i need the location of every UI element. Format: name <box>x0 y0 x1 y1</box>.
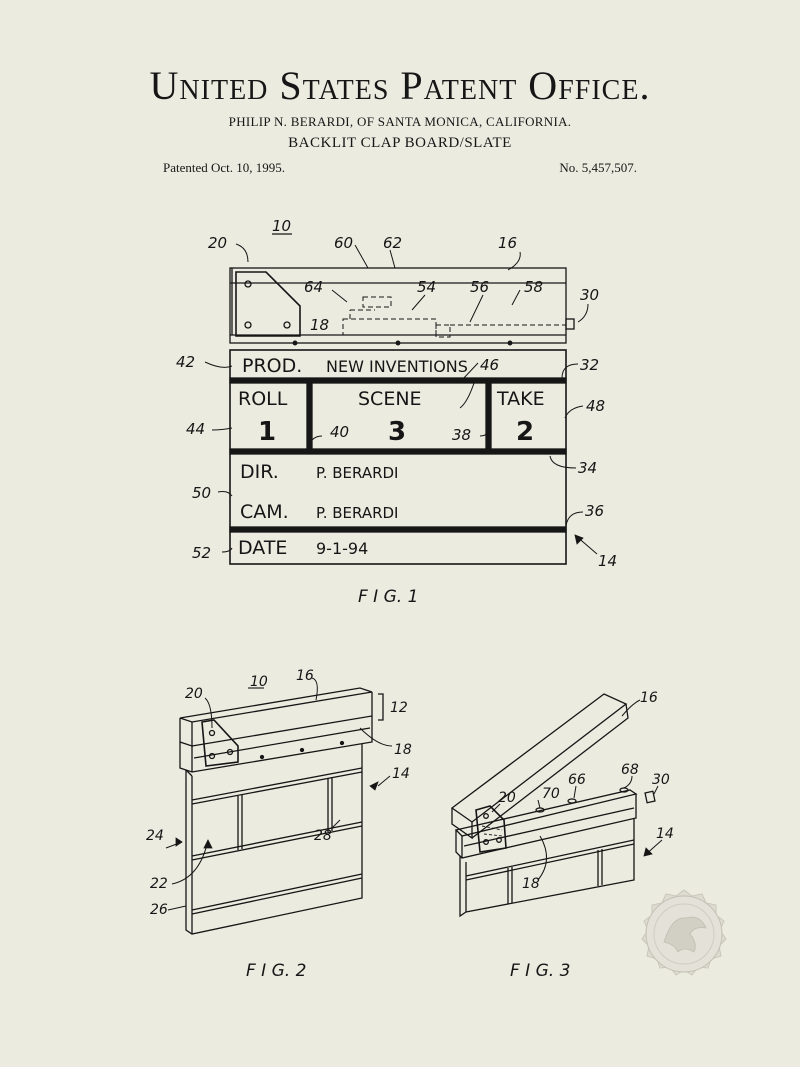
fig3-reference-numerals: 16 68 30 66 70 20 14 18 <box>498 690 674 892</box>
fig1-dir-value: P. BERARDI <box>316 464 399 482</box>
fig1-roll-value: 1 <box>258 417 276 447</box>
fig1-ref-44: 44 <box>186 420 205 438</box>
fig1-ref-42: 42 <box>176 353 195 371</box>
fig1-caption: F I G. 1 <box>358 587 418 607</box>
fig3-ref-18: 18 <box>522 876 540 892</box>
fig3-caption: F I G. 3 <box>510 961 570 981</box>
patent-office-title: United States Patent Office. <box>149 63 651 108</box>
fig1-prod-label: PROD. <box>242 355 302 377</box>
fig2-ref-26: 26 <box>150 902 168 918</box>
fig2-caption: F I G. 2 <box>246 961 306 981</box>
invention-title: BACKLIT CLAP BOARD/SLATE <box>288 135 512 151</box>
fig1-board-text: PROD. NEW INVENTIONS ROLL 1 SCENE 3 TAKE… <box>238 355 545 559</box>
fig3-ref-14: 14 <box>656 826 674 842</box>
patent-number: No. 5,457,507. <box>559 160 637 175</box>
fig1-scene-value: 3 <box>388 417 406 447</box>
fig3-ref-30: 30 <box>652 772 670 788</box>
fig1-ref-60: 60 <box>334 234 353 252</box>
fig2-ref-22: 22 <box>150 876 168 892</box>
fig1-ref-48: 48 <box>586 397 605 415</box>
fig1-date-label: DATE <box>238 537 287 559</box>
fig1-ref-16: 16 <box>498 234 517 252</box>
fig2-ref-20: 20 <box>185 686 203 702</box>
fig1-ref-14: 14 <box>598 552 617 570</box>
fig2-drawing <box>165 677 393 935</box>
fig1-ref-54: 54 <box>417 278 436 296</box>
fig1-ref-30: 30 <box>580 286 599 304</box>
fig1-reference-numerals: 10 20 60 62 16 64 54 56 58 30 18 42 46 3… <box>176 217 617 570</box>
fig1-roll-label: ROLL <box>238 388 288 410</box>
fig1-ref-62: 62 <box>383 234 402 252</box>
fig2-ref-10: 10 <box>250 674 268 690</box>
fig1-cam-label: CAM. <box>240 501 289 523</box>
fig1-ref-52: 52 <box>192 544 211 562</box>
fig1-ref-20: 20 <box>208 234 227 252</box>
fig1-ref-10: 10 <box>272 217 291 235</box>
fig1-ref-36: 36 <box>585 502 604 520</box>
fig2-reference-numerals: 10 16 20 12 18 14 24 28 22 26 <box>146 668 412 918</box>
fig2-ref-24: 24 <box>146 828 164 844</box>
fig2-ref-12: 12 <box>390 700 408 716</box>
fig2-ref-28: 28 <box>314 828 332 844</box>
fig2-ref-16: 16 <box>296 668 314 684</box>
fig1-prod-value: NEW INVENTIONS <box>326 357 468 376</box>
fig1-ref-40: 40 <box>330 423 349 441</box>
fig1-take-label: TAKE <box>496 388 545 410</box>
fig1-ref-34: 34 <box>578 459 597 477</box>
fig2-ref-14: 14 <box>392 766 410 782</box>
fig2-ref-18: 18 <box>394 742 412 758</box>
fig3-ref-68: 68 <box>621 762 639 778</box>
fig1-ref-64: 64 <box>304 278 323 296</box>
patent-date: Patented Oct. 10, 1995. <box>163 160 286 175</box>
fig3-ref-20: 20 <box>498 790 516 806</box>
fig1-ref-50: 50 <box>192 484 211 502</box>
inventor-line: PHILIP N. BERARDI, OF SANTA MONICA, CALI… <box>228 114 572 129</box>
fig1-ref-38: 38 <box>452 426 471 444</box>
fig3-drawing <box>450 693 663 918</box>
fig1-ref-58: 58 <box>524 278 543 296</box>
fig1-ref-56: 56 <box>470 278 489 296</box>
fig1-drawing <box>204 233 598 565</box>
fig1-ref-46: 46 <box>480 356 499 374</box>
fig3-ref-16: 16 <box>640 690 658 706</box>
eagle-seal-icon <box>641 889 727 976</box>
fig1-take-value: 2 <box>516 417 534 447</box>
fig1-cam-value: P. BERARDI <box>316 504 399 522</box>
fig3-ref-70: 70 <box>542 786 560 802</box>
fig1-dir-label: DIR. <box>240 461 279 483</box>
fig1-scene-label: SCENE <box>358 388 422 410</box>
fig1-ref-32: 32 <box>580 356 599 374</box>
fig1-date-value: 9-1-94 <box>316 539 368 558</box>
fig1-ref-18: 18 <box>310 316 329 334</box>
fig3-ref-66: 66 <box>568 772 586 788</box>
